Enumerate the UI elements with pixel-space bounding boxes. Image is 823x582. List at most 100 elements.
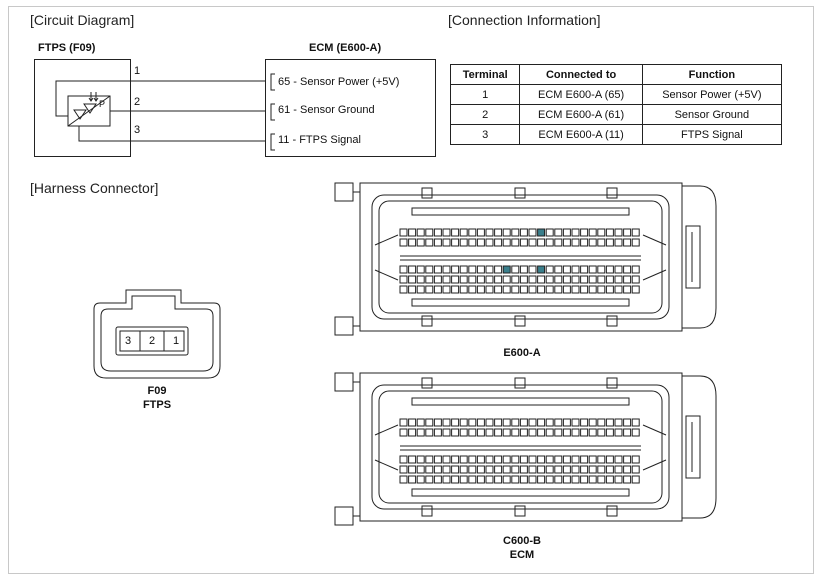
pin-cavity [588, 228, 597, 237]
harness-connector-title: [Harness Connector] [30, 180, 159, 196]
pin-cavity [528, 418, 537, 427]
pin-cavity [468, 418, 477, 427]
pin-cavity [580, 238, 589, 247]
pin-cavity [588, 275, 597, 284]
pin-cavity [476, 455, 485, 464]
pin-cavity [511, 275, 520, 284]
pin-cavity [468, 275, 477, 284]
pin-cavity [623, 238, 632, 247]
pin-cavity [511, 238, 520, 247]
pin-cavity [528, 428, 537, 437]
pin-cavity [623, 228, 632, 237]
pin-cavity [416, 465, 425, 474]
ftps-connector-name: F09 [147, 385, 167, 397]
pin-cavity [588, 475, 597, 484]
pin-cavity [571, 238, 580, 247]
pin-cavity [580, 455, 589, 464]
sensor-symbol-letter: P [99, 99, 106, 109]
pin-cavity [502, 455, 511, 464]
pin-cavity [605, 238, 614, 247]
e600a-connector-name: E600-A [503, 347, 541, 359]
pin-cavity [408, 275, 417, 284]
ecm-pin-11-label: 11 - FTPS Signal [278, 134, 361, 146]
pin-cavity [425, 475, 434, 484]
pin-cavity [545, 265, 554, 274]
pin-cavity [623, 475, 632, 484]
c600b-connector-name: C600-B [503, 535, 541, 547]
pin-cavity [399, 265, 408, 274]
pin-cavity [468, 455, 477, 464]
pin-cavity [580, 285, 589, 294]
pin-cavity [605, 285, 614, 294]
pin-cavity [537, 238, 546, 247]
pin-cavity [519, 428, 528, 437]
pin-cavity [588, 428, 597, 437]
pin-cavity [459, 285, 468, 294]
pin-cavity [511, 455, 520, 464]
pin-cavity [425, 238, 434, 247]
pin-cavity [562, 475, 571, 484]
pin-cavity [408, 428, 417, 437]
table-row: 1 ECM E600-A (65) Sensor Power (+5V) [449, 84, 783, 105]
pin-cavity [459, 228, 468, 237]
ftps-pin-housing [115, 326, 189, 356]
pin-cavity [442, 428, 451, 437]
pin-cavity [511, 475, 520, 484]
pin-cavity [528, 275, 537, 284]
pin-cavity [597, 238, 606, 247]
pin-cavity [502, 238, 511, 247]
pin-cavity [623, 465, 632, 474]
pin-cavity [442, 265, 451, 274]
pin-cavity [614, 465, 623, 474]
pin-cavity [459, 465, 468, 474]
pin-cavity [476, 275, 485, 284]
pin-cavity [605, 455, 614, 464]
pin-cavity [476, 285, 485, 294]
pin-cavity [425, 285, 434, 294]
pin-cavity [631, 465, 640, 474]
pin-cavity [528, 285, 537, 294]
pin-cavity [494, 418, 503, 427]
pin-cavity [399, 418, 408, 427]
pin-cavity [554, 465, 563, 474]
pin-cavity [623, 275, 632, 284]
pin-cavity [580, 275, 589, 284]
pin-cavity [545, 455, 554, 464]
pin-cavity [623, 418, 632, 427]
pin-cavity [459, 238, 468, 247]
pin-cavity [399, 475, 408, 484]
pin-cavity [623, 455, 632, 464]
sensor-arrow-head [93, 97, 99, 102]
pin-cavity [485, 465, 494, 474]
pin-cavity [537, 285, 546, 294]
pin-cavity [399, 238, 408, 247]
sensor-arrow-head [88, 97, 94, 102]
pin-cavity [416, 275, 425, 284]
c600b-connector [334, 372, 717, 526]
pin-cavity [442, 418, 451, 427]
pin-cavity [451, 228, 460, 237]
pin-cavity [571, 275, 580, 284]
pin-cavity [519, 465, 528, 474]
pin-cavity [485, 455, 494, 464]
pin-cavity [485, 285, 494, 294]
pin-cavity [597, 418, 606, 427]
pin-cavity [433, 465, 442, 474]
pin-cavity [425, 465, 434, 474]
pin-cavity [528, 228, 537, 237]
pin-cavity [416, 418, 425, 427]
pin-cavity [476, 465, 485, 474]
pin-cavity [537, 418, 546, 427]
pin-cavity [580, 228, 589, 237]
pin-cavity [408, 465, 417, 474]
pin-cavity [614, 285, 623, 294]
ecm-title: ECM (E600-A) [309, 42, 382, 54]
pin-cavity [605, 265, 614, 274]
pin-cavity [433, 475, 442, 484]
ftps-connector-inner [100, 295, 214, 372]
pin-cavity [476, 228, 485, 237]
pin-cavity [425, 275, 434, 284]
pin-cavity [571, 475, 580, 484]
ftps-connector-outline [93, 289, 221, 379]
pin-cavity [451, 238, 460, 247]
